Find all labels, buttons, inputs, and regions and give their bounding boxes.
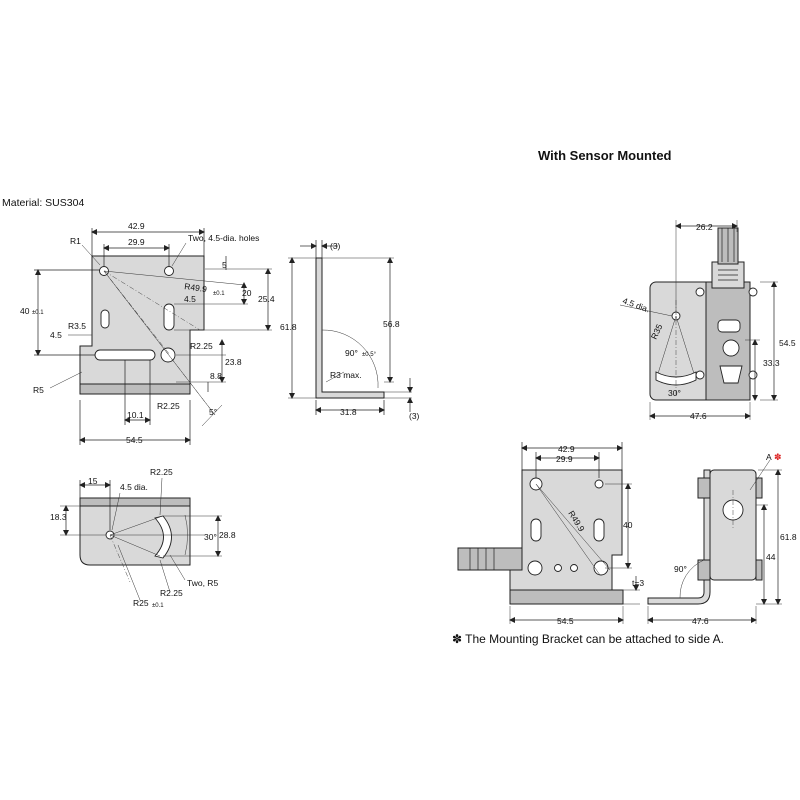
label-4-5-dia: 4.5 dia. [120, 482, 148, 492]
label-r2-25b-bottom: R2.25 [160, 588, 183, 598]
dim-29-9-rear: 29.9 [556, 454, 573, 464]
dim-47-6-side: 47.6 [692, 616, 709, 626]
angle-30-mounted: 30° [668, 388, 681, 398]
dim-28-8: 28.8 [219, 530, 236, 540]
angle-90-tol: ±0.5° [362, 352, 377, 358]
dim-26-2: 26.2 [696, 222, 713, 232]
dim-42-9-rear: 42.9 [558, 444, 575, 454]
dim-15: 15 [88, 476, 98, 486]
dim-47-6: 47.6 [690, 411, 707, 421]
dim-40-rear: 40 [623, 520, 633, 530]
bracket-side-view: (3) 61.8 56.8 90° ±0.5° R3 max. 31.8 (3) [280, 240, 420, 421]
label-side-a-mark: ✽ [774, 452, 782, 462]
label-r1: R1 [70, 236, 81, 246]
dim-10-1: 10.1 [127, 410, 144, 420]
label-r49-9-tol: ±0.1 [213, 291, 225, 297]
angle-90: 90° [345, 348, 358, 358]
mounted-rear-view: 42.9 29.9 R49.9 40 t=3 54.5 [457, 442, 644, 626]
bracket-bottom-view: 15 R2.25 4.5 dia. 18.3 30° 28.8 Two, R5 … [50, 467, 236, 609]
dim-61-8-mounted: 61.8 [780, 532, 797, 542]
dim-25-4: 25.4 [258, 294, 275, 304]
angle-90-mounted: 90° [674, 564, 687, 574]
label-4-5-dia-mounted: 4.5 dia. [621, 295, 651, 314]
material-label: Material: SUS304 [2, 197, 84, 209]
label-r3-max: R3 max. [330, 370, 362, 380]
bracket-front-view: 42.9 29.9 R1 Two, 4.5-dia. holes 5 R49.9… [20, 221, 275, 445]
dim-8-8: 8.8 [210, 371, 222, 381]
mounted-front-view: 26.2 4.5 dia. R35 30° 33.3 54.5 47.6 [619, 220, 796, 421]
dim-29-9: 29.9 [128, 237, 145, 247]
dim-61-8: 61.8 [280, 322, 297, 332]
dim-44: 44 [766, 552, 776, 562]
dim-31-8: 31.8 [340, 407, 357, 417]
label-r2-25a: R2.25 [190, 341, 213, 351]
dim-54-5-mounted: 54.5 [779, 338, 796, 348]
dim-40: 40 [20, 306, 30, 316]
label-r25: R25 [133, 598, 149, 608]
dim-4-5: 4.5 [184, 294, 196, 304]
label-r5: R5 [33, 385, 44, 395]
dim-54-5: 54.5 [126, 435, 143, 445]
label-r2-25: R2.25 [150, 467, 173, 477]
mounting-note: ✽ The Mounting Bracket can be attached t… [452, 632, 724, 646]
label-r3-5: R3.5 [68, 321, 86, 331]
dim-23-8: 23.8 [225, 357, 242, 367]
label-two-holes: Two, 4.5-dia. holes [188, 233, 259, 243]
dim-56-8: 56.8 [383, 319, 400, 329]
dim-3-bot: (3) [409, 411, 420, 421]
dim-42-9: 42.9 [128, 221, 145, 231]
label-two-r5: Two, R5 [187, 578, 218, 588]
label-r2-25b: R2.25 [157, 401, 180, 411]
dim-40-tol: ±0.1 [32, 310, 44, 316]
label-side-a: A [766, 452, 772, 462]
dim-20: 20 [242, 288, 252, 298]
label-t3: t=3 [632, 578, 644, 588]
dim-4-5b: 4.5 [50, 330, 62, 340]
dim-5: 5 [222, 260, 227, 270]
mounted-side-view: A ✽ 90° 61.8 44 47.6 [647, 452, 797, 626]
angle-30: 30° [204, 532, 217, 542]
dim-33-3: 33.3 [763, 358, 780, 368]
label-r25-tol: ±0.1 [152, 603, 164, 609]
label-r49-9: R49.9 [184, 281, 208, 294]
dim-18-3: 18.3 [50, 512, 67, 522]
section-title: With Sensor Mounted [538, 148, 672, 163]
dim-54-5-rear: 54.5 [557, 616, 574, 626]
angle-5deg: 5° [209, 407, 217, 417]
dim-3-top: (3) [330, 241, 341, 251]
